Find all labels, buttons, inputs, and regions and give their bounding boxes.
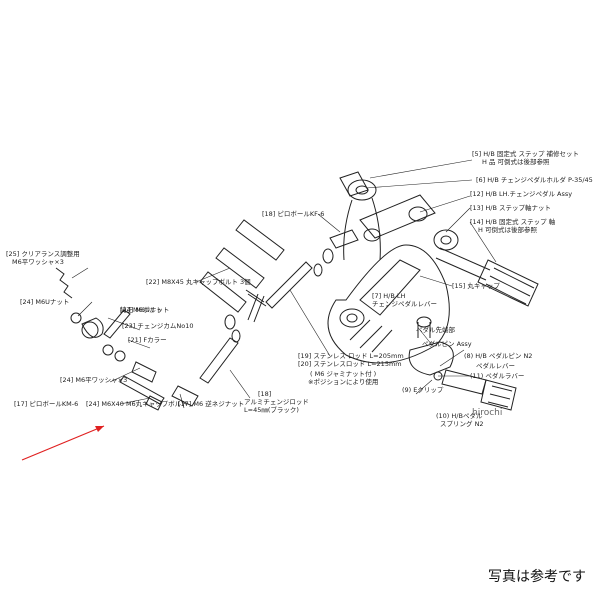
label-pedal-pin: (8) H/B ペダルピン N2	[464, 352, 533, 360]
pedal-tip-detail	[408, 316, 517, 411]
label-pedal-rubber: (11) ペダルラバー	[470, 372, 525, 380]
label-stainless-rod-215: [20] ステンレスロッド L=215mm	[298, 360, 402, 368]
label-18: [18]	[258, 390, 272, 398]
label-lh-lever-sub: チェンジペダルレバー	[372, 300, 437, 308]
label-pillow-ball-km6: [17] ピロボールKM-6	[14, 400, 79, 408]
label-step-shaft-nut: [13] H/B ステップ軸ナット	[470, 204, 552, 212]
leader-lines	[71, 159, 497, 409]
label-change-pedal-assy: [12] H/B LH.チェンジペダル Assy	[470, 190, 573, 198]
label-step-shaft: [14] H/B 固定式 ステップ 軸	[470, 218, 556, 226]
label-pedal-holder: [6] H/B チェンジペダルホルダ P-35/45	[476, 176, 593, 184]
label-m6x40-bolt: [24] M6X40 M6丸キャップボルト	[86, 400, 188, 408]
label-stock-bolt: [24] M6Uナット	[120, 306, 170, 314]
label-jam-nut: ( M6 ジャミナット付 )	[310, 370, 377, 378]
watermark: hirochi	[472, 408, 503, 418]
label-alu-rod-length: L=45㎜(ブラック)	[244, 406, 299, 414]
label-clearance-washer: M6平ワッシャ×3	[12, 258, 64, 266]
label-reverse-nut: [17] M6 逆ネジナット	[178, 400, 245, 408]
label-stock-m6-bolt: 純正M6ボルト	[120, 306, 163, 314]
label-alu-rod: アルミチェンジロッド	[244, 398, 309, 406]
label-pedal-pin-assy: ペダルピン Assy	[422, 340, 472, 348]
label-pedal-spring: (10) H/Bペダル	[436, 412, 483, 420]
change-pedal-lever	[327, 244, 450, 364]
label-change-cam: [23] チェンジカムNo10	[122, 322, 194, 330]
label-m6u-nut: [24] M6Uナット	[20, 298, 70, 306]
label-f-collar: [21] Fカラー	[128, 336, 167, 344]
label-position-note: ※ポジションにより使用	[308, 378, 379, 386]
label-m6-washer: [24] M6平ワッシャ×3	[60, 376, 128, 384]
label-holder-repair-note: H 品 可倒式は後部参照	[482, 158, 550, 166]
label-round-cap: [15] 丸キャップ	[452, 282, 500, 290]
label-clearance: [25] クリアランス調整用	[6, 250, 80, 258]
label-step-shaft-note: H 可倒式は後部参照	[478, 226, 537, 234]
label-m8x45-bolt: [22] M8X45 丸キャップボルト 3個	[146, 278, 251, 286]
footpeg-holder	[339, 171, 436, 261]
step-shaft	[433, 229, 539, 307]
bolts-rods	[119, 219, 359, 411]
label-pedal-spring-sub: スプリング N2	[440, 420, 484, 428]
reference-photo-note: 写真は参考です	[488, 569, 586, 585]
red-arrow	[21, 425, 105, 461]
label-pedal-lever-part: ペダルレバー	[476, 362, 515, 370]
left-cluster	[55, 267, 131, 362]
label-holder-repair: [5] H/B 固定式 ステップ 補修セット	[472, 150, 580, 158]
label-lh-lever: [7] H/B LH	[372, 292, 406, 300]
label-pillow-ball-kf6: [18] ピロボールKF-6	[262, 210, 325, 218]
label-e-clip: (9) Eクリップ	[402, 386, 444, 394]
label-pedal-tip: ペダル先端部	[416, 326, 455, 334]
label-stainless-rod-205: [19] ステンレス ロッド L=205mm	[298, 352, 404, 360]
